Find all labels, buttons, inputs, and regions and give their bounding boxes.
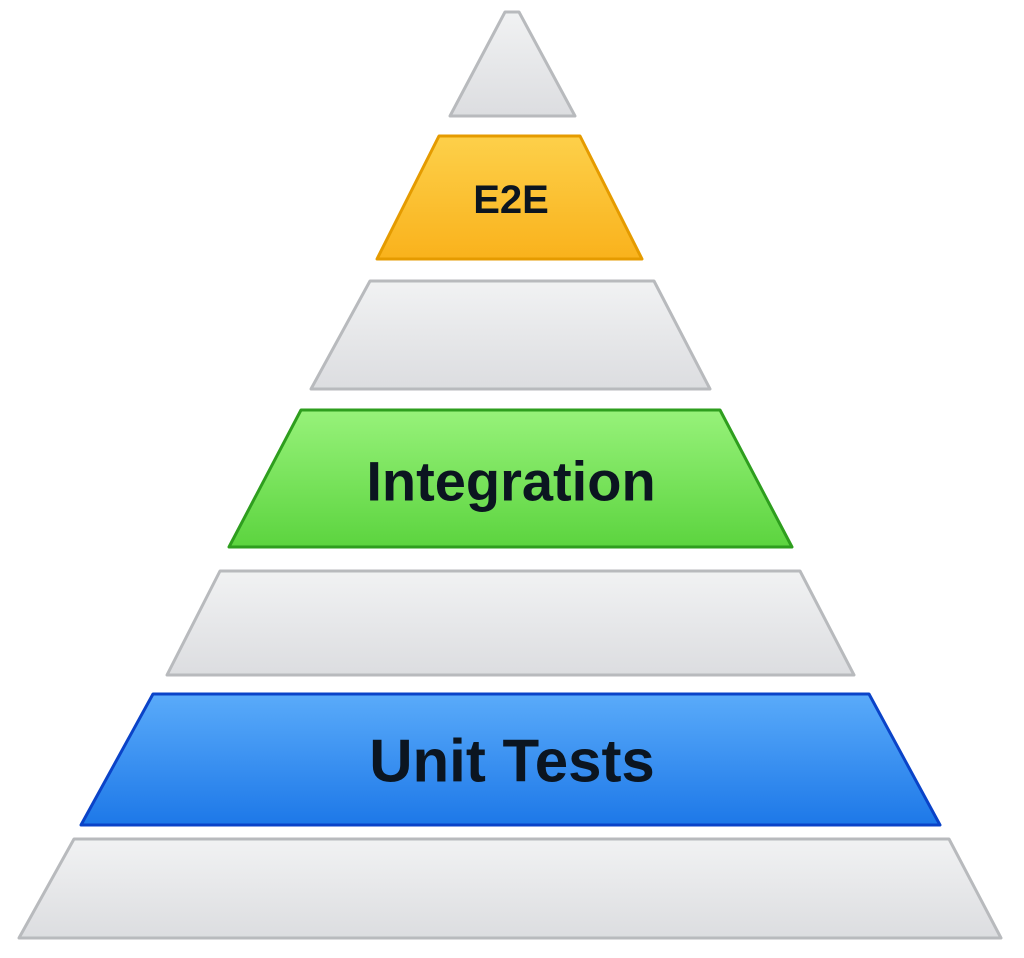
tier-e2e-shape <box>375 134 644 261</box>
tier-gray-middle <box>165 569 856 677</box>
tier-integration: Integration <box>227 408 794 549</box>
tier-base <box>17 837 1003 940</box>
tier-apex-shape <box>448 10 577 118</box>
tier-apex <box>448 10 577 118</box>
tier-gray-middle-shape <box>165 569 856 677</box>
tier-unit-tests-label: Unit Tests <box>369 728 655 795</box>
tier-e2e: E2E <box>375 134 644 261</box>
tier-unit-tests-shape <box>79 692 942 827</box>
tier-e2e-label: E2E <box>473 178 549 222</box>
tier-gray-upper-shape <box>309 279 712 391</box>
tier-gray-upper <box>309 279 712 391</box>
tier-base-shape <box>17 837 1003 940</box>
tier-unit-tests: Unit Tests <box>79 692 942 827</box>
tier-integration-shape <box>227 408 794 549</box>
tier-integration-label: Integration <box>366 450 655 513</box>
